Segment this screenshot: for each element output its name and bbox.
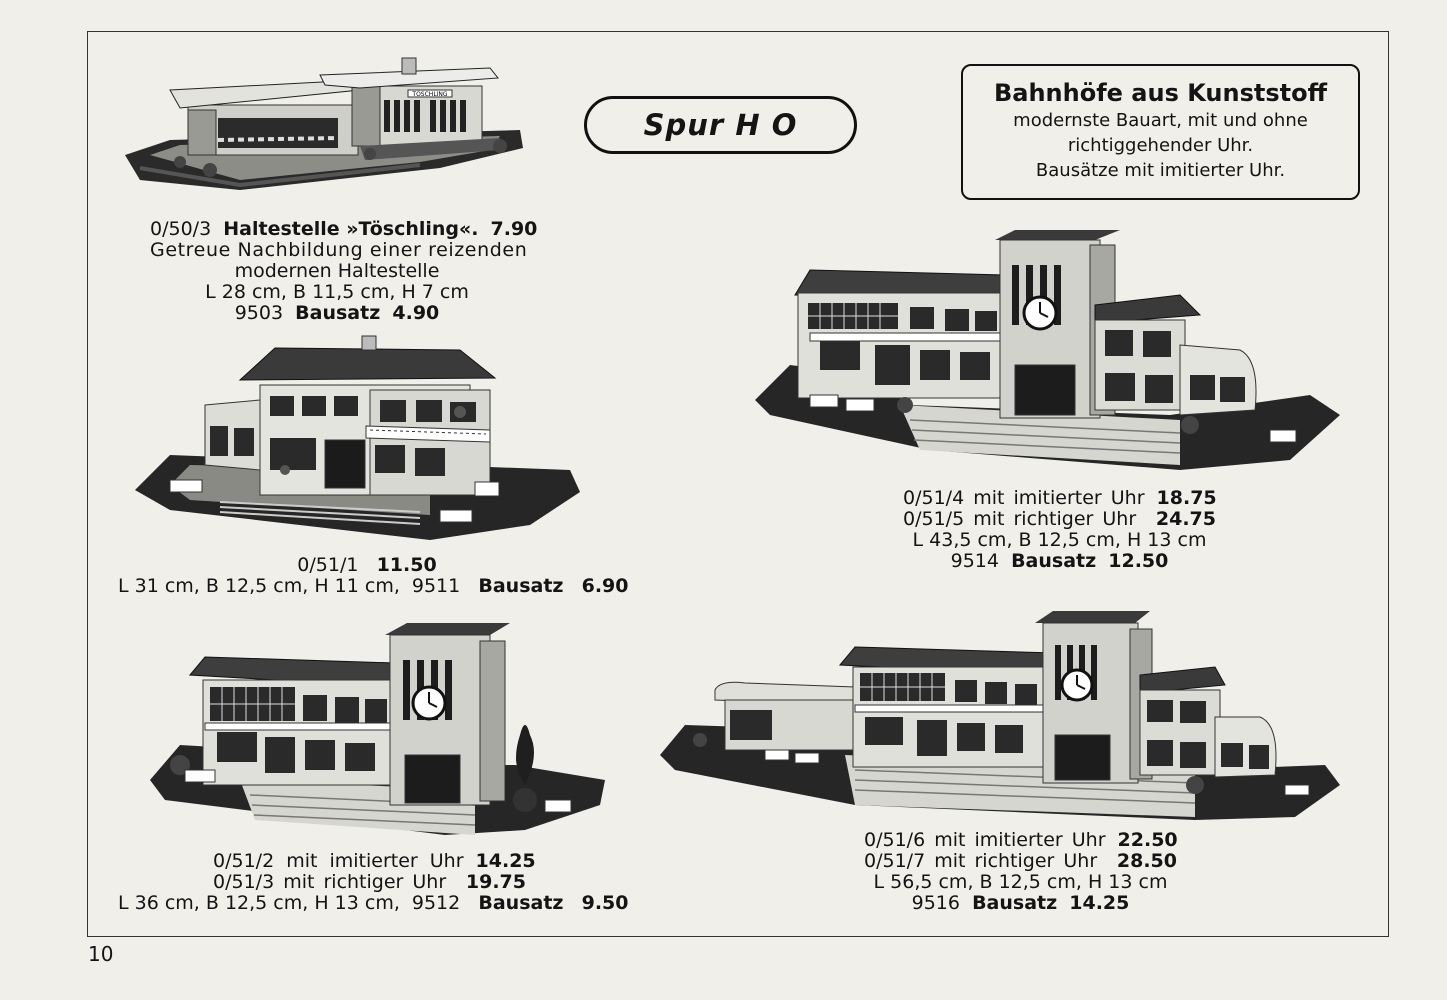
kit-price: 14.25 (1069, 892, 1130, 914)
kit-number: 9503 (234, 302, 284, 324)
caption-0-51-2: 0/51/2 mit imitierter Uhr 14.25 0/51/3 mi… (118, 850, 628, 914)
caption-0-51-1: 0/51/1 11.50 L 31 cm, B 12,5 cm, H 11 cm… (118, 554, 628, 597)
catalog-frame (87, 31, 1389, 937)
kit-price: 4.90 (392, 302, 440, 324)
variant-1-price: 14.25 (475, 850, 536, 872)
kit-label: Bausatz (972, 892, 1058, 914)
kit-number: 9514 (950, 550, 999, 572)
item-dimensions: L 28 cm, B 11,5 cm, H 7 cm (205, 281, 469, 303)
item-price: 7.90 (490, 218, 538, 240)
station-0-51-1-image (135, 335, 580, 540)
item-dimensions: L 56,5 cm, B 12,5 cm, H 13 cm (873, 871, 1168, 893)
station-0-51-2-image (150, 623, 605, 835)
info-line-3: Bausätze mit imitierter Uhr. (1035, 160, 1286, 181)
station-sign-label: TÖSCHLING (411, 91, 447, 98)
item-code: 0/51/1 (297, 554, 359, 576)
item-dimensions: L 36 cm, B 12,5 cm, H 13 cm, (118, 892, 400, 914)
variant-1: 0/51/4 mit imitierter Uhr (903, 487, 1145, 509)
caption-haltestelle: 0/50/3 Haltestelle »Töschling«. 7.90 Get… (150, 218, 537, 324)
item-code: 0/50/3 (150, 218, 212, 240)
kit-price: 9.50 (581, 892, 629, 914)
item-dimensions: L 31 cm, B 12,5 cm, H 11 cm, (118, 575, 400, 597)
caption-0-51-6: 0/51/6 mit imitierter Uhr 22.50 0/51/7 mi… (864, 829, 1178, 914)
haltestelle-toeschling-image: TÖSCHLING (125, 57, 523, 190)
variant-2-price: 24.75 (1155, 508, 1216, 530)
kit-label: Bausatz (295, 302, 381, 324)
variant-1: 0/51/6 mit imitierter Uhr (864, 829, 1106, 851)
kit-number: 9512 (411, 892, 461, 914)
kit-number: 9516 (911, 892, 960, 914)
info-title: Bahnhöfe aus Kunststoff (993, 79, 1328, 107)
item-dimensions: L 43,5 cm, B 12,5 cm, H 13 cm (912, 529, 1207, 551)
info-line-1: modernste Bauart, mit und ohne (1013, 110, 1308, 131)
variant-1-price: 22.50 (1117, 829, 1178, 851)
kit-price: 12.50 (1108, 550, 1169, 572)
kit-label: Bausatz (478, 575, 564, 597)
item-name: Haltestelle »Töschling«. (223, 218, 479, 240)
item-description-2: modernen Haltestelle (234, 260, 440, 282)
variant-2-price: 28.50 (1116, 850, 1177, 872)
item-price: 11.50 (376, 554, 437, 576)
kit-label: Bausatz (478, 892, 564, 914)
item-description: Getreue Nachbildung einer reizenden (150, 239, 528, 261)
variant-1: 0/51/2 mit imitierter Uhr (213, 850, 464, 872)
kit-number: 9511 (411, 575, 461, 597)
info-line-2: richtiggehender Uhr. (1067, 135, 1254, 156)
kit-label: Bausatz (1011, 550, 1097, 572)
station-0-51-4-image (755, 230, 1340, 470)
info-box: Bahnhöfe aus Kunststoff modernste Bauart… (961, 64, 1360, 200)
gauge-badge: Spur H O (584, 96, 857, 154)
variant-2: 0/51/3 mit richtiger Uhr (213, 871, 447, 893)
station-0-51-6-image (660, 611, 1340, 820)
variant-2-price: 19.75 (465, 871, 526, 893)
caption-0-51-4: 0/51/4 mit imitierter Uhr 18.75 0/51/5 mi… (903, 487, 1217, 572)
variant-1-price: 18.75 (1156, 487, 1217, 509)
kit-price: 6.90 (581, 575, 629, 597)
variant-2: 0/51/5 mit richtiger Uhr (903, 508, 1137, 530)
page-number: 10 (88, 942, 114, 966)
variant-2: 0/51/7 mit richtiger Uhr (864, 850, 1098, 872)
